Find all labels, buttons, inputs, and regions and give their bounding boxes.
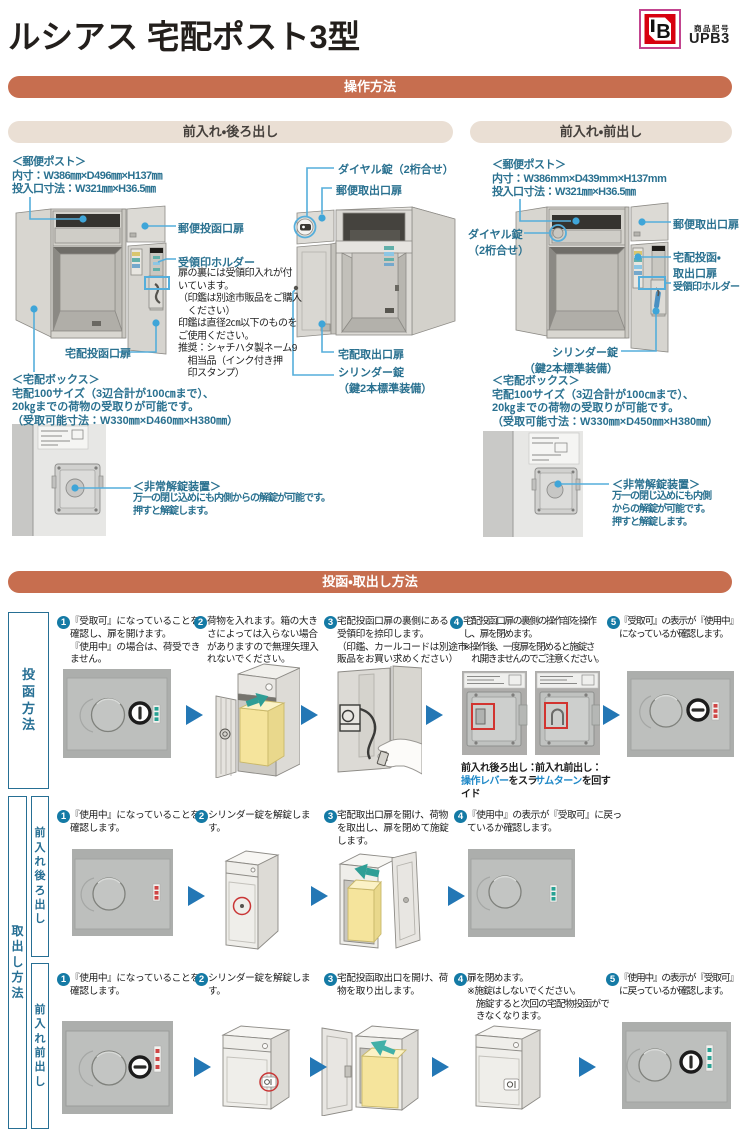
svg-text:B: B [656, 21, 670, 43]
